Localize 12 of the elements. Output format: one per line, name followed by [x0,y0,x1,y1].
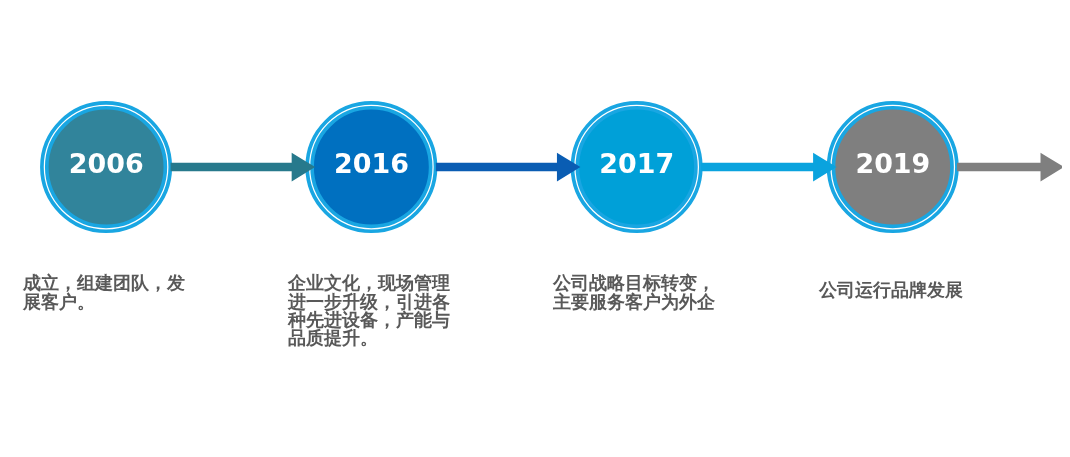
arrow [957,152,1062,182]
node-label: 成立，组建团队，发展客户。 [22,272,185,312]
arrow [435,152,581,182]
node-circle: 2006 [40,101,173,234]
arrow [170,152,316,182]
node-label: 企业文化，现场管理进一步升级，引进各种先进设备，产能与品质提升。 [288,272,451,349]
node-circle: 2016 [305,101,438,234]
node-circle: 2019 [826,101,959,234]
node-circle: 2017 [570,101,703,234]
node-label: 公司运行品牌发展 [818,279,963,301]
arrow [700,152,837,182]
node-label: 公司战略目标转变，主要服务客户为外企 [553,272,716,312]
